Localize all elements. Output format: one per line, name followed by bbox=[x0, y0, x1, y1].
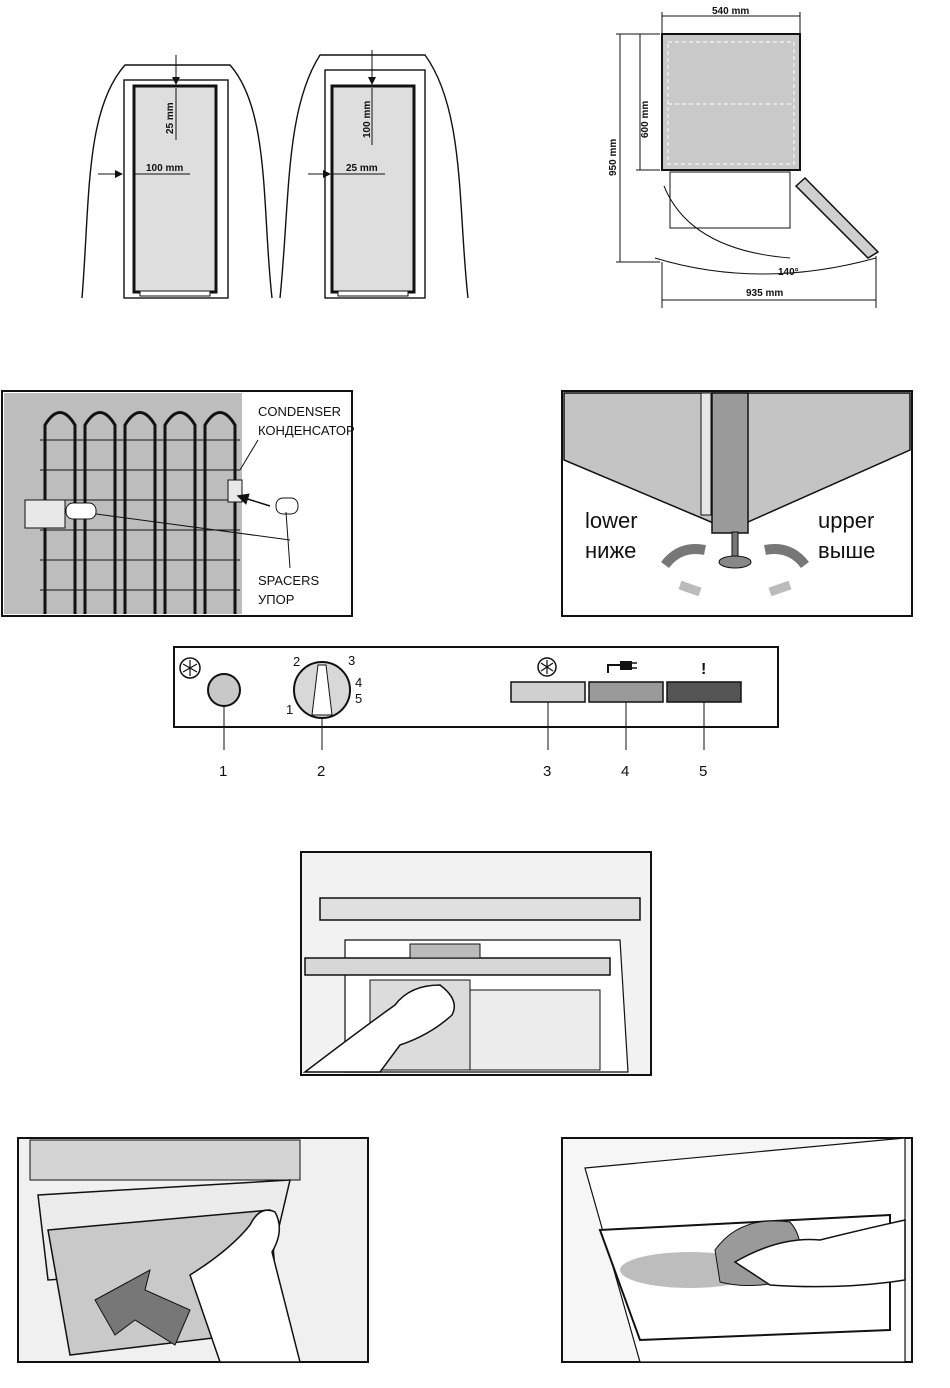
dial-label-5: 5 bbox=[355, 691, 362, 706]
install-diagram-left: 25 mm 100 mm bbox=[82, 55, 272, 298]
top-gap-label: 100 mm bbox=[362, 101, 373, 138]
condenser-label-ru: КОНДЕНСАТОР bbox=[258, 423, 355, 438]
side-gap-label: 25 mm bbox=[346, 163, 378, 174]
super-freeze-button[interactable] bbox=[208, 674, 240, 706]
lower-label-en: lower bbox=[585, 508, 638, 533]
width-label: 540 mm bbox=[712, 6, 749, 17]
height-label: 950 mm bbox=[608, 139, 619, 176]
warning-icon: ! bbox=[701, 661, 706, 678]
upper-label-ru: выше bbox=[818, 538, 875, 563]
dimensions-diagram: 540 mm 600 mm 950 mm 140° 935 mm bbox=[608, 6, 878, 308]
dial-label-1: 1 bbox=[286, 702, 293, 717]
install-diagram-right: 100 mm 25 mm bbox=[280, 50, 468, 298]
callout-2: 2 bbox=[317, 763, 325, 780]
top-gap-label: 25 mm bbox=[165, 102, 176, 134]
spacers-label-ru: УПОР bbox=[258, 592, 294, 607]
callout-5: 5 bbox=[699, 763, 707, 780]
callout-3: 3 bbox=[543, 763, 551, 780]
open-depth-label: 935 mm bbox=[746, 288, 783, 299]
condenser-illustration: CONDENSER КОНДЕНСАТОР SPACERS УПОР bbox=[2, 391, 355, 616]
lower-label-ru: ниже bbox=[585, 538, 636, 563]
dial-label-4: 4 bbox=[355, 675, 362, 690]
upper-label-en: upper bbox=[818, 508, 874, 533]
depth-label: 600 mm bbox=[640, 101, 651, 138]
power-indicator-lamp bbox=[589, 682, 663, 702]
control-panel: 1 2 3 4 5 ! 1 2 3 4 5 bbox=[174, 647, 778, 780]
dial-label-2: 2 bbox=[293, 654, 300, 669]
freeze-indicator-lamp bbox=[511, 682, 585, 702]
condenser-label-en: CONDENSER bbox=[258, 404, 341, 419]
levelling-feet-illustration: lower ниже upper выше bbox=[562, 391, 912, 616]
freezer-tray-illustration bbox=[301, 852, 651, 1075]
side-gap-label: 100 mm bbox=[146, 163, 183, 174]
spacers-label-en: SPACERS bbox=[258, 573, 319, 588]
cleaning-illustration bbox=[562, 1138, 912, 1362]
drawer-removal-illustration bbox=[18, 1138, 368, 1362]
callout-1: 1 bbox=[219, 763, 227, 780]
alarm-indicator-lamp bbox=[667, 682, 741, 702]
door-angle-label: 140° bbox=[778, 267, 799, 278]
dial-label-3: 3 bbox=[348, 653, 355, 668]
callout-4: 4 bbox=[621, 763, 629, 780]
